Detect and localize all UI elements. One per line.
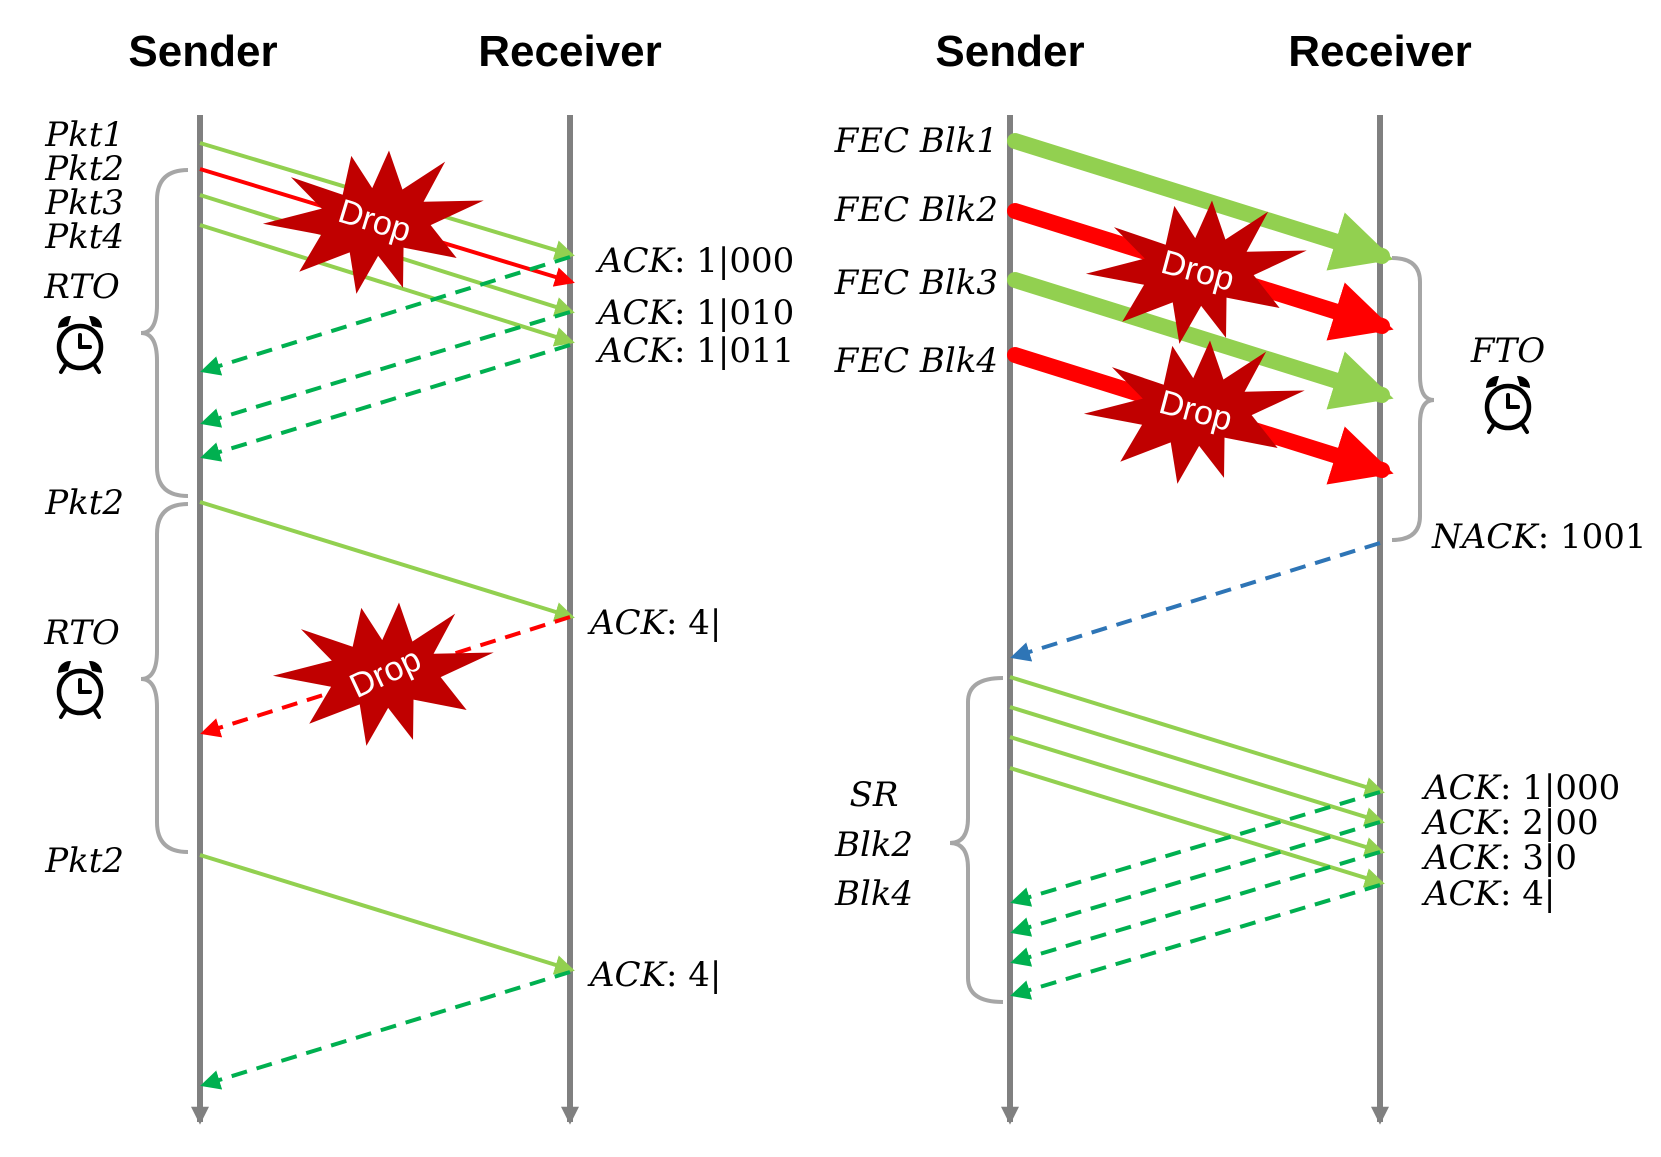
packet-label: Pkt3 — [44, 183, 124, 223]
retransmit-arrow — [1009, 675, 1385, 797]
packet-label: Pkt2 — [44, 149, 124, 189]
retransmit-arrow — [1009, 766, 1385, 888]
ack-label: ACK: 4| — [587, 603, 721, 643]
ack-arrow — [200, 343, 571, 462]
sr-label: Blk4 — [834, 874, 913, 914]
retransmit-arrow — [1009, 735, 1385, 857]
right-receiver-title: Receiver — [1288, 27, 1471, 76]
right-panel: Sender Receiver FEC Blk1 FEC Blk2 FEC Bl… — [834, 27, 1647, 1125]
ack-label: ACK: 1|000 — [595, 241, 794, 281]
retransmit-arrow — [199, 500, 575, 622]
rto-label: RTO — [43, 613, 120, 653]
nack-arrow — [1010, 541, 1381, 662]
alarm-clock-icon — [58, 661, 102, 717]
retransmit-label: Pkt2 — [44, 483, 124, 523]
left-panel: Sender Receiver Pkt1 Pkt2 Pkt3 Pkt4 Drop… — [43, 27, 794, 1125]
alarm-clock-icon — [1486, 376, 1530, 432]
ack-label: ACK: 2|00 — [1421, 803, 1599, 843]
ack-arrow — [1010, 790, 1381, 907]
explosion-icon: Drop — [267, 594, 501, 754]
left-sender-title: Sender — [128, 27, 277, 76]
ack-arrow — [1010, 820, 1381, 937]
fec-block-arrow — [1007, 133, 1394, 271]
ack-label: ACK: 4| — [1421, 874, 1555, 914]
ack-arrow — [200, 255, 571, 376]
nack-label: NACK: 1001 — [1431, 517, 1647, 557]
rto-brace — [140, 168, 189, 498]
fec-block-label: FEC Blk3 — [834, 263, 998, 303]
explosion-icon: Drop — [1080, 192, 1314, 352]
fec-block-arrow — [1007, 272, 1394, 410]
ack-arrow — [200, 970, 571, 1090]
rto-brace — [140, 502, 189, 854]
retransmit-arrow — [199, 853, 575, 975]
sr-label: SR — [850, 775, 899, 815]
sr-label: Blk2 — [834, 825, 913, 865]
ack-label: ACK: 1|011 — [595, 331, 794, 371]
ack-label: ACK: 1|010 — [595, 293, 794, 333]
retransmit-label: Pkt2 — [44, 841, 124, 881]
ack-arrow — [1010, 883, 1381, 1000]
explosion-icon: Drop — [257, 142, 491, 302]
fto-label: FTO — [1470, 331, 1545, 371]
ack-arrow — [1010, 850, 1381, 967]
explosion-icon: Drop — [1078, 332, 1312, 492]
fto-brace — [1391, 256, 1435, 542]
packet-label: Pkt1 — [44, 115, 124, 155]
ack-label: ACK: 4| — [587, 955, 721, 995]
ack-label: ACK: 3|0 — [1421, 838, 1577, 878]
fec-block-label: FEC Blk2 — [834, 190, 998, 230]
ack-arrow — [200, 310, 571, 428]
ack-label: ACK: 1|000 — [1421, 768, 1620, 808]
fec-block-label: FEC Blk4 — [834, 341, 998, 381]
packet-arrow — [199, 223, 575, 347]
fec-block-label: FEC Blk1 — [834, 121, 998, 161]
right-sender-title: Sender — [935, 27, 1084, 76]
alarm-clock-icon — [58, 316, 102, 372]
retransmit-arrow — [1009, 705, 1385, 827]
sr-brace — [949, 676, 1004, 1004]
packet-label: Pkt4 — [44, 217, 124, 257]
rto-label: RTO — [43, 267, 120, 307]
left-receiver-title: Receiver — [478, 27, 661, 76]
